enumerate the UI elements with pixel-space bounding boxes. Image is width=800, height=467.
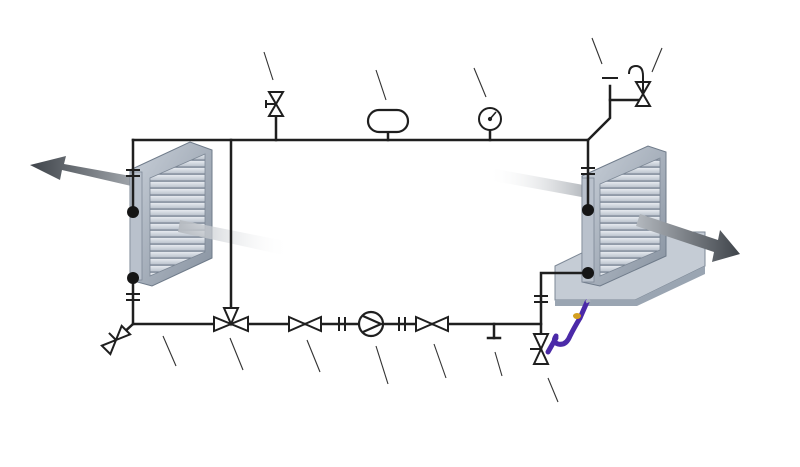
circulation-pump [357, 310, 385, 338]
coil-connections [127, 204, 594, 284]
leader-shutoff-left [306, 339, 321, 373]
pressure-gauge [478, 107, 502, 131]
leader-fill-valve [547, 377, 559, 403]
leader-expansion-vessel [375, 69, 387, 101]
air-vent-valve [265, 91, 285, 117]
air-flow-arrow-through-left [178, 220, 290, 256]
air-flow-arrow-in-right [488, 168, 600, 200]
leader-thermometer [494, 351, 503, 377]
shutoff-valve-left [288, 315, 322, 333]
leader-safety-b [651, 47, 663, 73]
safety-valve [602, 64, 652, 107]
exhaust-air-coil [488, 145, 740, 306]
fill-valve [530, 333, 550, 365]
coil-fins-right [599, 157, 661, 277]
leader-three-way [229, 337, 244, 371]
drain-valve [100, 324, 132, 356]
supply-air-coil [30, 141, 290, 287]
pipe-flanges [126, 167, 595, 331]
leader-safety-a [591, 37, 603, 65]
shutoff-valve-right [415, 315, 449, 333]
leader-pump [375, 345, 389, 385]
callout-leaders [162, 37, 663, 403]
air-flow-arrow-left [30, 156, 142, 188]
leader-air-vent [263, 51, 274, 81]
air-flow-arrow-out-right [636, 214, 740, 262]
expansion-vessel [366, 108, 410, 134]
three-way-valve [213, 307, 249, 333]
leader-shutoff-right [433, 343, 447, 379]
leader-bottom-pipe [162, 335, 177, 367]
coil-fins-left [149, 153, 206, 277]
condensate-trap [545, 299, 590, 355]
leader-gauge [473, 67, 487, 98]
